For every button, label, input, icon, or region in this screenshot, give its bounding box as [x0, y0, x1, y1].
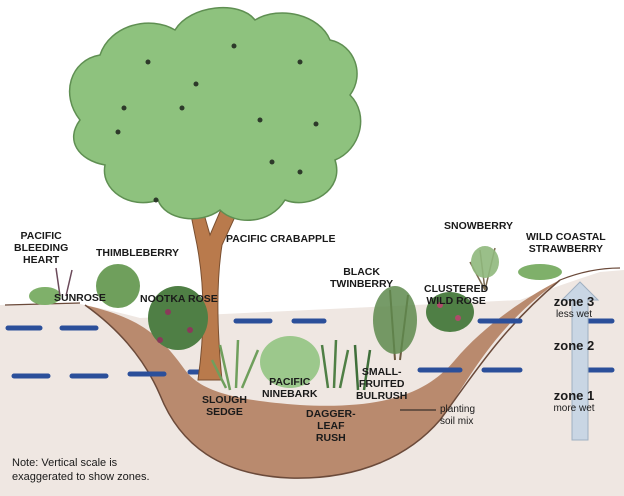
soil-basin — [85, 280, 560, 479]
label-thimbleberry: THIMBLEBERRY — [96, 247, 180, 259]
label-pacific-crabapple: PACIFIC CRABAPPLE — [226, 233, 336, 245]
crabapple-canopy — [69, 7, 362, 221]
label-nootka-rose: NOOTKA ROSE — [140, 293, 218, 305]
label-sunrose: SUNROSE — [54, 292, 106, 304]
soil-basin-outline — [84, 279, 561, 479]
zone-2-label: zone 2 — [553, 338, 595, 353]
zone-arrow — [560, 281, 600, 441]
plant-shrubs — [29, 246, 562, 391]
crabapple-blossoms — [115, 43, 319, 203]
label-snowberry: SNOWBERRY — [444, 220, 514, 232]
